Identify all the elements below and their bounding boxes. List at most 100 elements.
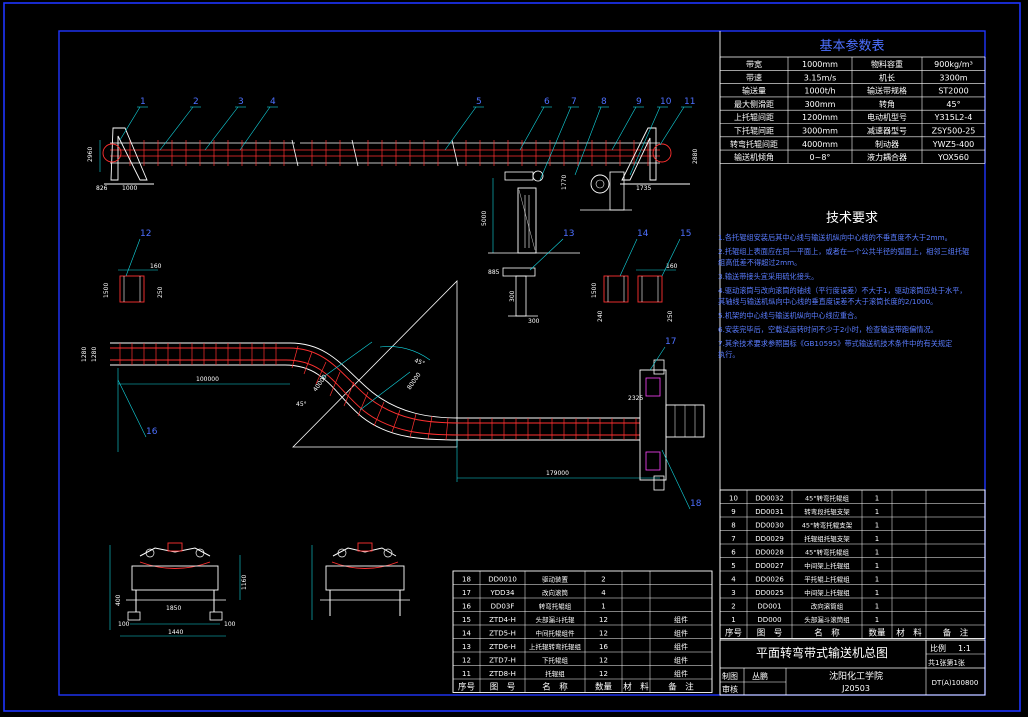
callout-number: 5 [476, 97, 482, 107]
dim-100-b: 100 [224, 621, 236, 628]
detail-view-13: 885 300 300 [488, 267, 540, 325]
param-cell: 输送带规格 [867, 86, 907, 96]
angle-45-a: 45° [413, 357, 425, 367]
bom-cell: 上托辊转弯托辊组 [529, 642, 582, 651]
param-cell: 0~8° [810, 153, 831, 162]
callout-leader [444, 106, 477, 151]
bom-cell: DD0028 [755, 549, 784, 557]
callout-leader [629, 106, 661, 176]
bom-cell: ZTD6-H [489, 643, 516, 651]
param-cell: 输送量 [742, 86, 766, 96]
dim-1500-b: 1500 [591, 283, 598, 298]
bom-cell: 45°转弯托辊组 [805, 548, 850, 557]
param-cell: 900kg/m³ [934, 60, 973, 69]
callout-number: 8 [601, 97, 607, 107]
bom-cell: 组件 [674, 629, 688, 638]
param-cell: YOX560 [937, 153, 969, 162]
param-cell: 带宽 [746, 59, 762, 69]
bom-cell: 6 [731, 549, 736, 557]
param-cell: 上托辊间距 [734, 112, 774, 122]
bom-header-cell: 材 料 [623, 682, 649, 693]
callout-number: 17 [665, 337, 676, 347]
bom-cell: 转弯托辊组 [539, 602, 572, 611]
bom-cell: 11 [462, 670, 471, 678]
school-name: 沈阳化工学院 [829, 670, 883, 682]
callout-number: 1 [140, 97, 146, 107]
bom-cell: 转弯段托辊支架 [804, 507, 850, 516]
callout-leader [125, 238, 141, 277]
callout-leader [574, 106, 602, 176]
bom-cell: 中间架上托辊组 [804, 561, 850, 570]
bom-cell: 改向滚筒组 [811, 602, 844, 611]
dim-2325: 2325 [628, 395, 643, 402]
param-cell: 3300m [939, 73, 967, 82]
plan-idler-marks [119, 343, 637, 441]
plan-belt-edge-bottom [110, 364, 640, 441]
dim-100000: 100000 [196, 376, 219, 383]
detail-view-15: 160 250 [636, 263, 678, 322]
bom-cell: 1 [601, 603, 605, 611]
drawing-title: 平面转弯带式输送机总图 [756, 645, 888, 660]
plan-belt-red-2 [110, 359, 640, 436]
bom-cell: 9 [731, 508, 735, 516]
bom-cell: 4 [731, 576, 736, 584]
param-cell: 45° [946, 100, 960, 109]
bom-header-cell: 名 称 [542, 682, 568, 693]
bom-cell: 18 [462, 576, 471, 584]
callout-number: 11 [684, 97, 695, 107]
bom-cell: 16 [462, 603, 471, 611]
param-cell: 带速 [746, 73, 762, 82]
bom-cell: 45°转弯托辊组 [805, 494, 850, 503]
angle-45-b: 45° [296, 401, 307, 408]
callout-number: 10 [660, 97, 672, 107]
tail-frame [110, 127, 148, 181]
dim-1770: 1770 [561, 175, 568, 190]
bom-cell: ZTD7-H [489, 657, 516, 665]
bom-cell: 头部漏斗滚筒组 [804, 615, 850, 624]
bom-cell: 13 [462, 643, 471, 651]
callout-number: 3 [238, 97, 244, 107]
bom-cell: 3 [731, 589, 735, 597]
callout-leader [611, 106, 637, 151]
bom-cell: 1 [875, 508, 879, 516]
bom-cell: DD0031 [755, 508, 784, 516]
callout-leader [159, 106, 194, 151]
bom-cell: 组件 [674, 615, 688, 624]
bom-cell: 1 [731, 616, 735, 624]
drive-head-plan [639, 369, 667, 481]
param-cell: YWZ5-400 [932, 140, 975, 149]
bom-cell: 14 [462, 630, 471, 638]
dim-1000: 1000 [122, 185, 137, 192]
callout-number: 13 [563, 229, 574, 239]
parameter-table-title: 基本参数表 [819, 38, 884, 54]
drawing-frame [58, 30, 986, 696]
bom-cell: 17 [462, 589, 471, 597]
param-cell: 下托辊间距 [734, 126, 774, 136]
param-cell: 1000mm [802, 60, 838, 69]
elevation-view: 2960 826 1000 1735 2880 5000 1770 [87, 127, 699, 254]
bom-cell: 中间架上托辊组 [804, 588, 850, 597]
bom-cell: 组件 [674, 656, 688, 665]
bom-cell: DD0025 [755, 589, 784, 597]
param-cell: 300mm [805, 100, 836, 109]
bom-cell: 2 [601, 576, 605, 584]
bom-cell: DD0032 [755, 495, 784, 503]
dim-300-b: 300 [528, 318, 540, 325]
dim-2880: 2880 [692, 149, 699, 164]
dim-250-b: 250 [667, 310, 674, 322]
bom-cell: DD0027 [755, 562, 784, 570]
bom-cell: 12 [462, 657, 471, 665]
param-cell: ST2000 [938, 87, 968, 96]
bom-cell: DD03F [491, 603, 515, 611]
callout-leader [117, 379, 147, 438]
dim-1160: 1160 [241, 575, 248, 590]
bom-cell: 1 [875, 603, 879, 611]
dim-400: 400 [115, 594, 122, 606]
tech-requirement-item: 3.输送带接头宜采用硫化接头。 [718, 272, 818, 281]
bom-cell: 改向滚筒 [542, 588, 569, 597]
dim-240: 240 [597, 310, 604, 322]
